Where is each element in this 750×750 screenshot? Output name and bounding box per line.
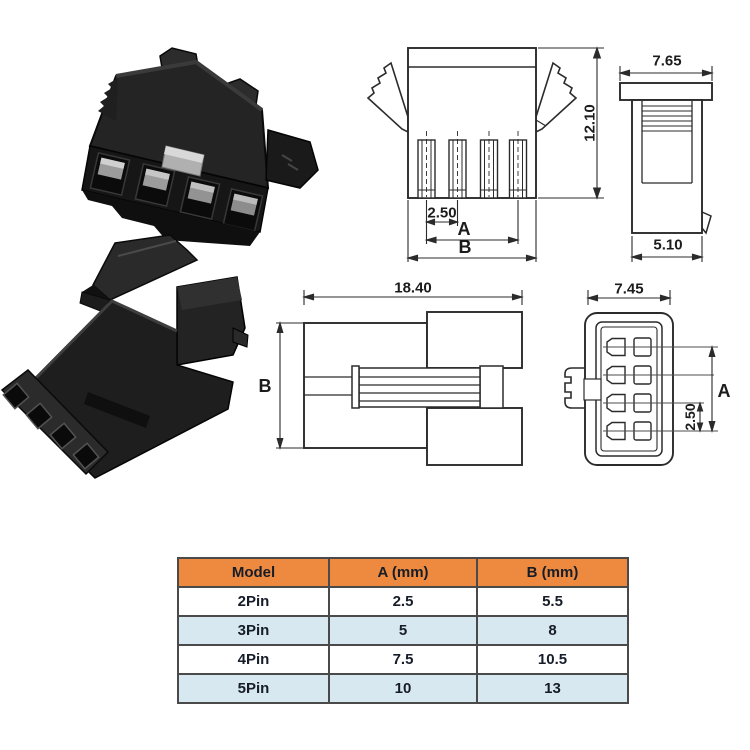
cell-model: 5Pin — [177, 673, 330, 704]
table-row: 2Pin 2.5 5.5 — [177, 586, 629, 617]
cell-b: 13 — [476, 673, 629, 704]
spec-table-header-b: B (mm) — [476, 557, 629, 588]
plug-rear-dimensions — [586, 290, 716, 433]
dim-label-receptacle-pitch: 2.50 — [427, 204, 457, 222]
receptacle-slots — [89, 151, 264, 233]
receptacle-front-drawing — [366, 46, 604, 262]
cell-a: 2.5 — [328, 586, 478, 617]
receptacle-photo — [81, 47, 319, 246]
dim-label-plug-pitch: 2.50 — [682, 403, 698, 431]
cell-model: 2Pin — [177, 586, 330, 617]
dim-label-plug-b: B — [258, 376, 272, 396]
dim-label-plug-length: 18.40 — [394, 279, 432, 297]
dim-label-receptacle-a: A — [457, 219, 471, 239]
cell-model: 4Pin — [177, 644, 330, 675]
spec-table-header-a: A (mm) — [328, 557, 478, 588]
plug-side-dimensions — [276, 290, 524, 450]
dim-label-plug-a: A — [717, 381, 731, 401]
spec-table: Model A (mm) B (mm) 2Pin 2.5 5.5 3Pin 5 … — [177, 557, 629, 704]
cell-b: 8 — [476, 615, 629, 646]
dim-label-receptacle-height: 12.10 — [581, 104, 599, 142]
plug-rear-drawing — [564, 290, 718, 466]
spec-table-header-model: Model — [177, 557, 330, 588]
plug-side-drawing — [276, 290, 524, 466]
plug-cavities — [2, 382, 100, 470]
dim-label-plug-width: 7.45 — [614, 280, 644, 298]
cell-b: 10.5 — [476, 644, 629, 675]
front-view-pins — [417, 131, 528, 199]
plug-photo — [0, 234, 249, 479]
side-view-dimensions — [618, 66, 714, 262]
spec-table-header-row: Model A (mm) B (mm) — [177, 557, 629, 588]
dim-label-side-top-width: 7.65 — [652, 52, 682, 70]
cell-model: 3Pin — [177, 615, 330, 646]
dim-label-receptacle-b: B — [458, 237, 472, 257]
table-row: 3Pin 5 8 — [177, 615, 629, 646]
table-row: 4Pin 7.5 10.5 — [177, 644, 629, 675]
cell-a: 10 — [328, 673, 478, 704]
cell-a: 7.5 — [328, 644, 478, 675]
cell-a: 5 — [328, 615, 478, 646]
cell-b: 5.5 — [476, 586, 629, 617]
plug-terminal — [304, 365, 504, 409]
rear-view-latch — [564, 367, 585, 409]
receptacle-side-drawing — [618, 66, 714, 262]
dim-label-side-body-width: 5.10 — [653, 236, 683, 254]
table-row: 5Pin 10 13 — [177, 673, 629, 704]
front-view-dimensions — [406, 46, 604, 262]
